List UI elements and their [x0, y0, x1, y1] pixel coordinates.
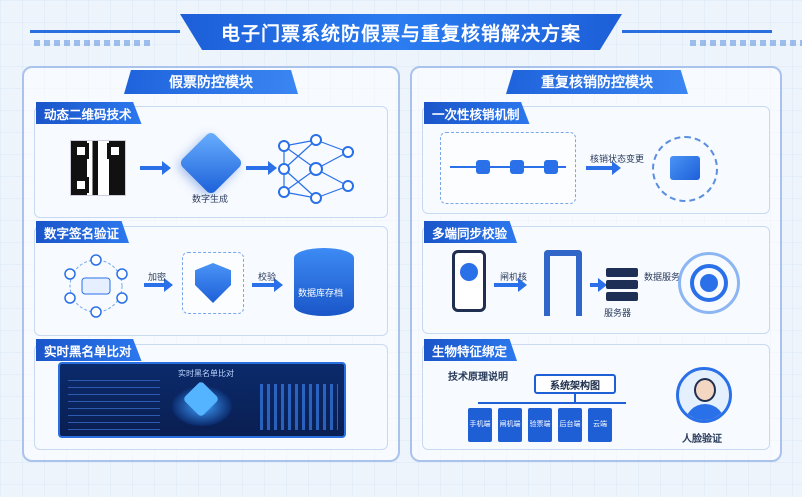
- arrow-cube-to-network: [246, 161, 277, 175]
- header-line-right: [622, 30, 772, 33]
- ticket-icon: [670, 156, 700, 180]
- header-dots-left: [34, 40, 150, 46]
- qr-code-icon: [70, 140, 126, 196]
- label-verify: 校验: [258, 273, 277, 283]
- sync-ring-inner: [690, 264, 728, 302]
- neural-network-icon: [278, 134, 354, 204]
- header-dots-right: [690, 40, 802, 46]
- section-tag-blacklist: 实时黑名单比对: [36, 339, 142, 361]
- architecture-leaf-5: 云端: [588, 408, 612, 442]
- arrow-sign-to-shield: [144, 278, 173, 292]
- label-digital-gen: 数字生成: [192, 195, 229, 205]
- section-tag-biometric: 生物特征绑定: [424, 339, 518, 361]
- flow-step-1-icon: [476, 160, 490, 174]
- flow-step-2-icon: [510, 160, 524, 174]
- gate-icon: [544, 250, 582, 316]
- dashboard-title: 实时黑名单比对: [178, 369, 234, 378]
- flow-step-3-icon: [544, 160, 558, 174]
- database-icon: [294, 248, 354, 316]
- page-header: 电子门票系统防假票与重复核销解决方案: [180, 14, 622, 50]
- section-tag-signature: 数字签名验证: [36, 221, 130, 243]
- label-encrypt: 加密: [148, 273, 167, 283]
- architecture-branch-line: [478, 402, 626, 404]
- blacklist-dashboard: 实时黑名单比对: [58, 362, 346, 438]
- dashboard-list: [68, 380, 160, 430]
- server-icon-2: [606, 280, 638, 289]
- arrow-gate-to-server: [590, 278, 607, 292]
- section-tag-one-time: 一次性核销机制: [424, 102, 530, 124]
- arrow-qr-to-cube: [140, 161, 171, 175]
- label-face-verify: 人脸验证: [682, 434, 722, 445]
- check-icon: [700, 274, 718, 292]
- architecture-stem: [574, 394, 576, 402]
- dashboard-bars: [260, 384, 338, 430]
- label-db: 数据库存档: [298, 289, 344, 299]
- arrow-shield-to-db: [252, 278, 283, 292]
- architecture-leaf-2: 闸机端: [498, 408, 522, 442]
- label-tech-principle: 技术原理说明: [448, 372, 508, 383]
- page-title: 电子门票系统防假票与重复核销解决方案: [220, 22, 581, 45]
- label-state-change: 核销状态变更: [590, 155, 645, 165]
- sync-ring-outer: [678, 252, 740, 314]
- server-icon-1: [606, 268, 638, 277]
- signature-network-icon: [64, 254, 128, 318]
- right-panel-title: 重复核销防控模块: [506, 70, 688, 94]
- face-avatar-icon: [676, 367, 732, 423]
- architecture-leaf-3: 验票端: [528, 408, 552, 442]
- arrow-phone-to-gate: [494, 278, 527, 292]
- state-ring: [652, 136, 718, 202]
- label-gate-check: 闸机核: [500, 273, 528, 283]
- phone-icon: [452, 250, 486, 312]
- header-line-left: [30, 30, 180, 33]
- left-panel-title: 假票防控模块: [124, 70, 298, 94]
- label-server: 服务器: [604, 309, 632, 319]
- arrow-flow-to-state: [586, 161, 621, 175]
- section-tag-sync: 多端同步校验: [424, 221, 518, 243]
- server-icon-3: [606, 292, 638, 301]
- architecture-leaf-4: 后台端: [558, 408, 582, 442]
- architecture-leaf-1: 手机端: [468, 408, 492, 442]
- section-tag-dynamic-qr: 动态二维码技术: [36, 102, 142, 124]
- one-time-flow-line: [450, 166, 566, 168]
- label-data-service: 数据服务: [644, 273, 681, 283]
- architecture-root: 系统架构图: [534, 374, 616, 394]
